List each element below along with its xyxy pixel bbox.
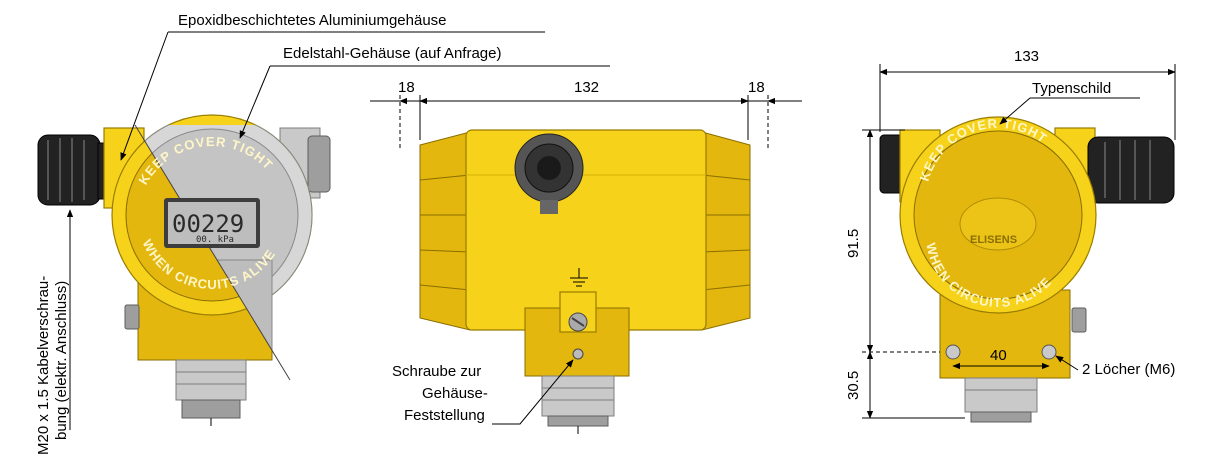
side-view	[419, 129, 751, 434]
svg-text:00. kPa: 00. kPa	[196, 235, 234, 245]
dimension-label-132: 132	[574, 79, 599, 96]
label-epoxy-housing: Epoxidbeschichtetes Aluminiumgehäuse	[178, 12, 447, 29]
label-steel-housing: Edelstahl-Gehäuse (auf Anfrage)	[283, 45, 501, 62]
label-screw-3: Feststellung	[404, 407, 485, 424]
lcd-display: 00229 00. kPa	[164, 198, 260, 248]
screw-leader	[492, 359, 574, 425]
cable-gland-right	[1087, 136, 1175, 204]
holes-leader	[1055, 355, 1079, 371]
label-screw-1: Schraube zur	[392, 363, 481, 380]
brand-logo: ELISENS	[970, 234, 1017, 246]
dimension-label-133: 133	[1014, 48, 1039, 65]
label-typenschild: Typenschild	[1032, 80, 1111, 97]
label-cable-gland-2: bung (elektr. Anschluss)	[53, 281, 70, 440]
dimension-label-30-5: 30.5	[845, 371, 862, 400]
epoxy-leader	[120, 31, 169, 161]
dimension-label-18-right: 18	[748, 79, 765, 96]
dimension-label-91-5: 91.5	[845, 229, 862, 258]
earth-symbol-icon	[570, 268, 588, 287]
dimension-label-40: 40	[990, 347, 1007, 364]
svg-text:00229: 00229	[172, 210, 244, 238]
typenschild-leader	[999, 97, 1031, 125]
label-holes: 2 Löcher (M6)	[1082, 361, 1175, 378]
dimension-label-18-left: 18	[398, 79, 415, 96]
cable-gland-left	[37, 134, 109, 206]
label-screw-2: Gehäuse-	[422, 385, 488, 402]
front-view: KEEP COVER TIGHT WHEN CIRCUITS ALIVE 002…	[37, 114, 331, 426]
label-cable-gland-1: M20 x 1.5 Kabelverschrau-	[35, 276, 52, 455]
steel-leader	[239, 65, 271, 139]
